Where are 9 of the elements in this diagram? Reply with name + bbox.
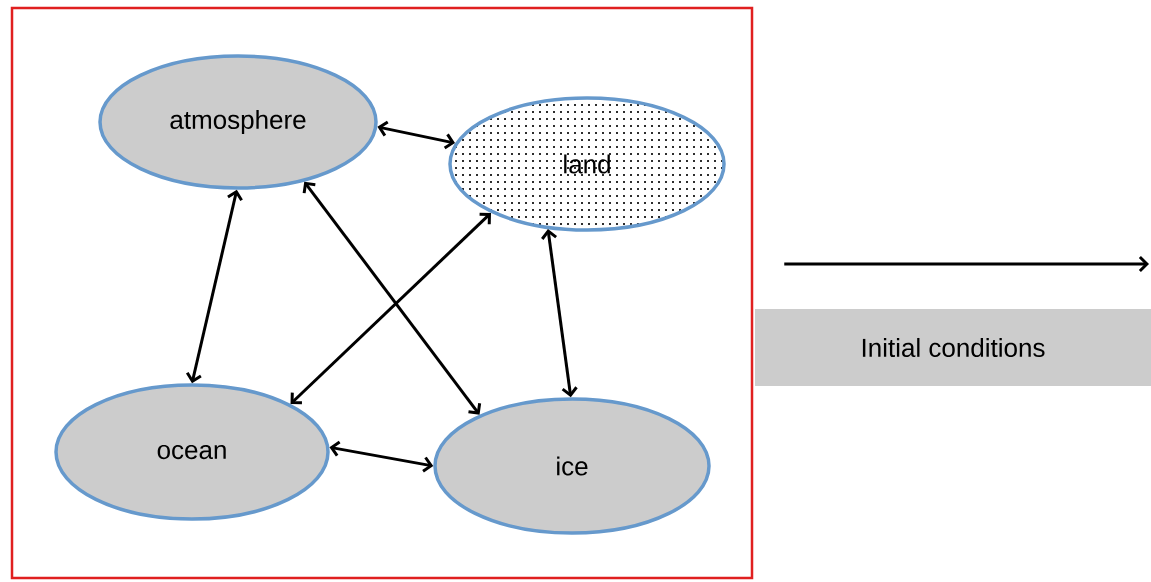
arrow [329, 440, 434, 473]
arrow [541, 229, 578, 398]
frame-box [10, 6, 754, 580]
label-band: Initial conditions [755, 309, 1151, 386]
arrow [784, 255, 1149, 273]
arrow [377, 120, 456, 150]
arrow [185, 189, 243, 384]
arrow [302, 181, 482, 415]
arrow [290, 212, 491, 405]
